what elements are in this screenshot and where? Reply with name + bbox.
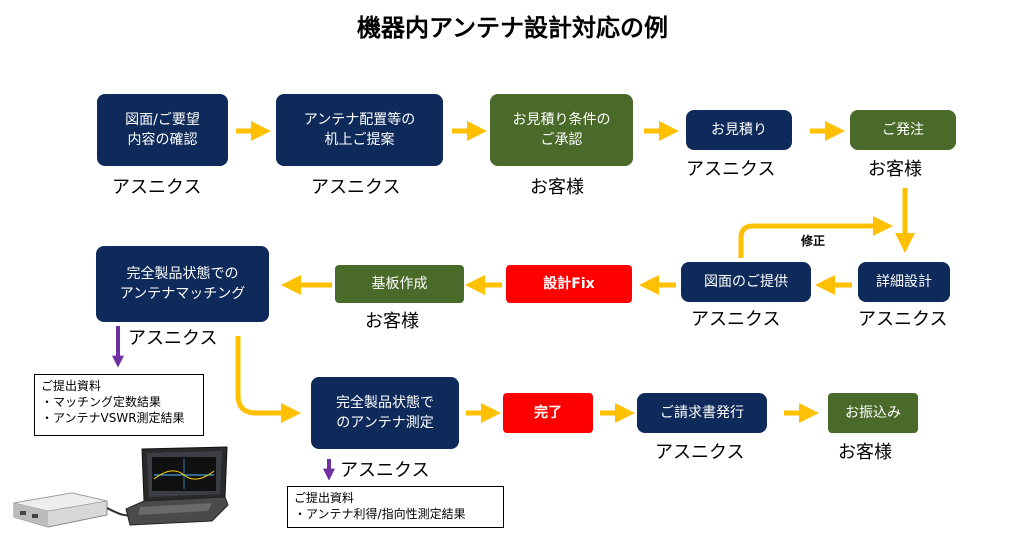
- step-invoice: ご請求書発行: [637, 393, 767, 433]
- step-drawing-review: 図面/ご要望 内容の確認: [97, 94, 228, 166]
- owner-label: アスニクス: [858, 309, 948, 330]
- step-antenna-matching: 完全製品状態での アンテナマッチング: [96, 246, 269, 322]
- step-board-fabrication: 基板作成: [335, 265, 464, 303]
- owner-label: お客様: [365, 311, 419, 332]
- arrow-revision: [738, 216, 893, 258]
- arrow-s10-s11: [235, 336, 301, 423]
- owner-label: アスニクス: [128, 328, 218, 349]
- step-quote: お見積り: [686, 110, 792, 150]
- network-analyzer-laptop-image: [13, 446, 229, 528]
- owner-label: アスニクス: [340, 460, 430, 481]
- revision-label: 修正: [801, 234, 826, 248]
- step-drawing-provision: 図面のご提供: [681, 262, 811, 302]
- step-design-fix: 設計Fix: [506, 265, 632, 303]
- owner-label: アスニクス: [112, 177, 202, 198]
- step-desk-proposal: アンテナ配置等の 机上ご提案: [276, 94, 443, 166]
- page-title: 機器内アンテナ設計対応の例: [356, 14, 669, 42]
- owner-label: お客様: [838, 442, 892, 463]
- owner-label: アスニクス: [691, 309, 781, 330]
- owner-label: アスニクス: [655, 442, 745, 463]
- step-antenna-measurement: 完全製品状態で のアンテナ測定: [311, 377, 459, 449]
- step-payment: お振込み: [828, 393, 918, 433]
- owner-label: アスニクス: [311, 177, 401, 198]
- step-quote-approval: お見積り条件の ご承認: [490, 94, 633, 166]
- step-order: ご発注: [850, 110, 956, 150]
- owner-label: お客様: [530, 177, 584, 198]
- step-detail-design: 詳細設計: [858, 262, 950, 302]
- deliverables-note-measurement: ご提出資料 ・アンテナ利得/指向性測定結果: [287, 486, 504, 528]
- step-complete: 完了: [503, 393, 593, 433]
- owner-label: お客様: [868, 159, 922, 180]
- owner-label: アスニクス: [686, 159, 776, 180]
- deliverables-note-matching: ご提出資料 ・マッチング定数結果 ・アンテナVSWR測定結果: [34, 374, 204, 436]
